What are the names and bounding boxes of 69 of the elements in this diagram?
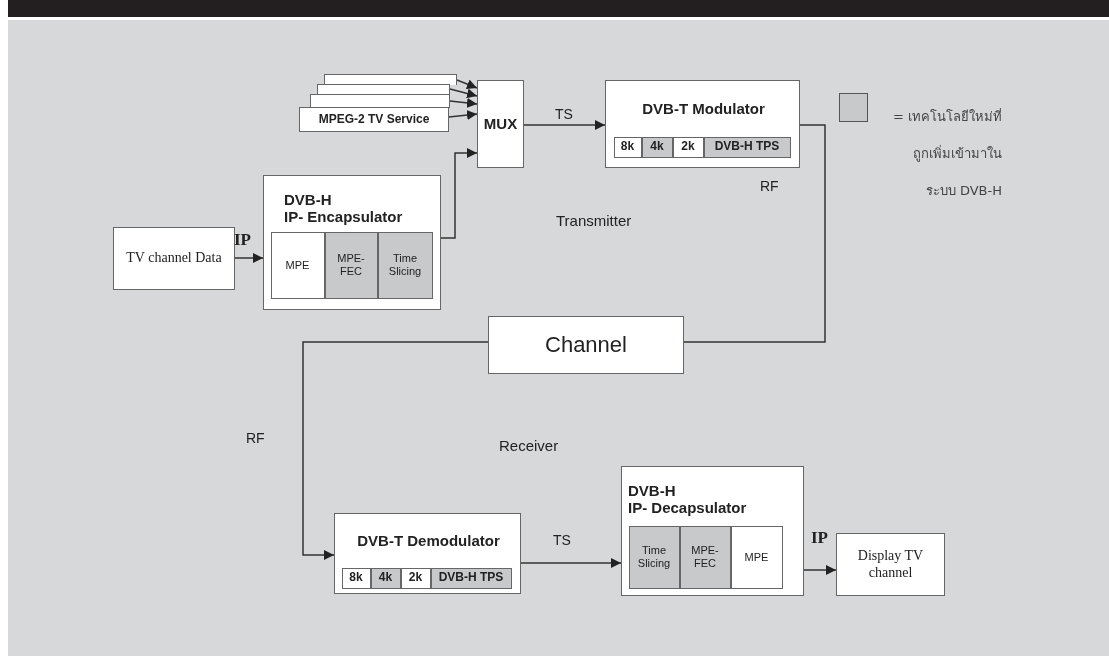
feature-cell xyxy=(703,136,791,158)
connector-arrow xyxy=(448,110,478,121)
cell-text: MPE- FEC xyxy=(690,544,720,570)
cell-text: Time Slicing xyxy=(636,544,672,570)
cell-text: 4k xyxy=(378,571,393,585)
feature-cell xyxy=(679,525,731,589)
feature-cell xyxy=(672,136,704,158)
decapsulator-box xyxy=(621,466,804,596)
feature-cell xyxy=(628,525,680,589)
channel-box xyxy=(488,316,684,374)
feature-cell xyxy=(270,231,325,299)
demodulator-box xyxy=(334,513,521,594)
feature-cell xyxy=(430,567,512,589)
box-title: IP- Decapsulator xyxy=(628,499,747,517)
box-title: TV channel Data xyxy=(126,250,222,267)
feature-cell xyxy=(377,231,433,299)
feature-cell xyxy=(641,136,673,158)
edge-label: RF xyxy=(760,178,779,194)
stacked-box xyxy=(324,74,457,85)
cell-text: DVB-H TPS xyxy=(438,571,504,585)
cell-text: MPE xyxy=(744,550,769,564)
feature-cell xyxy=(370,567,401,589)
box-title: DVB-T Demodulator xyxy=(357,532,500,550)
section-label: Receiver xyxy=(499,437,559,454)
box-title: DVB-T Modulator xyxy=(642,100,765,118)
edge-label: TS xyxy=(555,106,573,122)
feature-cell xyxy=(341,567,371,589)
cell-text: 4k xyxy=(650,140,664,154)
box-title: DVB-H xyxy=(284,190,332,208)
encapsulator-box xyxy=(263,175,441,310)
box-title: MUX xyxy=(483,115,518,133)
feature-cell xyxy=(324,231,378,299)
feature-cell xyxy=(613,136,642,158)
feature-cell xyxy=(730,525,783,589)
connector-arrow xyxy=(520,558,622,568)
connector-arrow xyxy=(449,88,478,99)
feature-cell xyxy=(400,567,431,589)
connector-arrow xyxy=(440,148,478,239)
stacked-box xyxy=(310,94,450,108)
cell-text: 8k xyxy=(349,571,363,585)
display-box xyxy=(836,533,945,596)
cell-text: 2k xyxy=(408,571,423,585)
connector-arrow xyxy=(803,565,837,575)
cell-text: MPE- FEC xyxy=(336,252,366,278)
cell-text: MPE xyxy=(285,258,310,272)
section-label: Transmitter xyxy=(556,212,632,229)
cell-text: 8k xyxy=(620,140,635,154)
cell-text: Time Slicing xyxy=(387,252,423,278)
source-box xyxy=(113,227,235,290)
box-title: IP- Encapsulator xyxy=(284,208,403,226)
legend-text: = เทคโนโลยีใหม่ที่ถูกเพิ่มเข้ามาในระบบ DVB-H xyxy=(891,107,1002,200)
edge-label: IP xyxy=(811,528,828,548)
modulator-box xyxy=(605,80,800,168)
connector-arrow xyxy=(456,79,478,89)
cell-text: DVB-H TPS xyxy=(714,140,780,154)
connector-arrow xyxy=(523,120,606,130)
multiplexer-box xyxy=(477,80,524,168)
stacked-box xyxy=(317,84,450,95)
connector-arrow xyxy=(234,253,264,263)
connector-arrow xyxy=(449,97,478,108)
edge-label: TS xyxy=(553,532,571,548)
edge-label: RF xyxy=(246,430,265,446)
box-title: Channel xyxy=(545,332,627,358)
box-title: MPEG-2 TV Service xyxy=(318,112,430,127)
service-box xyxy=(299,107,449,132)
connector-arrow xyxy=(302,341,489,560)
cell-text: 2k xyxy=(681,140,695,154)
box-title: Display TV channel xyxy=(856,548,925,581)
box-title: DVB-H xyxy=(628,481,676,499)
